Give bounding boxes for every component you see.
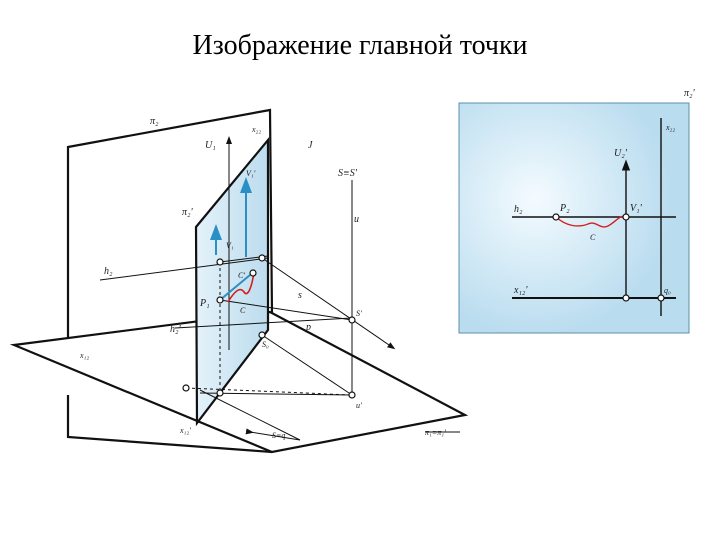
label-u1: U₁: [205, 140, 216, 151]
epure-label-x22: x₂₂: [665, 123, 675, 132]
label-p: p: [305, 322, 311, 333]
label-sq: S≡q: [272, 431, 285, 440]
epure-panel: π₂' x₂₂ U₂' h₂ P₂ V₁' C x₁₂' q₀: [458, 88, 695, 334]
spatial-construction-lines: [99, 136, 460, 441]
label-h2p: h₂': [170, 324, 181, 335]
picture-plane-pi2p: [194, 136, 270, 427]
label-sp: S': [356, 309, 362, 318]
label-x12: x₁₂: [79, 351, 89, 360]
label-pi1: π₁≡π₁': [425, 428, 446, 437]
epure-label-pi2p: π₂': [684, 88, 695, 99]
epure-label-h2: h₂: [514, 204, 523, 215]
label-x22: x₂₂: [251, 125, 261, 134]
label-s: s: [298, 290, 302, 301]
horizontal-plane-pi1: [9, 310, 469, 454]
label-pi2: π₂: [150, 116, 159, 127]
label-j: J: [308, 140, 313, 151]
label-pi2p: π₂': [182, 207, 193, 218]
label-c: C: [240, 306, 246, 315]
epure-label-p2: P₂: [559, 203, 570, 214]
label-u0: u': [356, 401, 362, 410]
epure-c-curve: [555, 215, 627, 228]
epure-label-x12p: x₁₂': [513, 285, 528, 296]
label-ss: S≡S': [338, 168, 358, 179]
epure-label-q0: q₀: [664, 286, 671, 295]
label-p1: P₁: [199, 298, 210, 309]
label-c1: C': [238, 271, 245, 280]
label-v1: V₁: [226, 241, 234, 250]
spatial-points: [182, 254, 356, 399]
slide-title: Изображение главной точки: [192, 30, 528, 61]
label-v1p: V₁': [246, 169, 256, 178]
label-h2: h₂: [104, 266, 113, 277]
epure-label-c: C: [590, 233, 596, 242]
label-u: u: [354, 214, 359, 225]
spatial-labels: π₂ π₂' U₁ x₂₂ J S≡S' u V₁' V₁ h₂ C' P₁ C…: [79, 116, 446, 440]
highlight-c-curve: [227, 271, 255, 303]
epure-label-u2p: U₂': [614, 148, 628, 159]
accent-vectors: [210, 177, 252, 301]
label-x12p: x₁₂': [179, 426, 191, 435]
spatial-diagram: [9, 108, 469, 454]
label-s0: S₀: [262, 340, 269, 349]
epure-label-v1p: V₁': [630, 203, 643, 214]
